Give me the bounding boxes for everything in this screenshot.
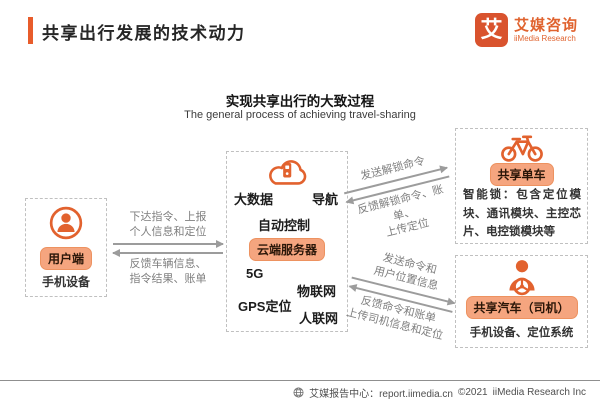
bike-icon (456, 132, 587, 162)
shared-car-node: 共享汽车（司机） 手机设备、定位系统 (455, 255, 588, 348)
user-icon (26, 205, 106, 241)
footer-copyright: ©2021 (458, 387, 488, 398)
car-node-desc: 手机设备、定位系统 (469, 327, 574, 339)
user-node-desc: 手机设备 (41, 275, 90, 289)
bike-node-desc: 智能锁：包含定位模块、通讯模块、主控芯片、电控锁模块等 (463, 189, 581, 239)
footer-source: 艾媒报告中心：report.iimedia.cn (309, 389, 453, 400)
diagram-title-en: The general process of achieving travel-… (184, 109, 416, 121)
user-node-label: 用户端 (39, 247, 93, 270)
footer-divider (0, 380, 600, 381)
footer: 艾媒报告中心：report.iimedia.cn ©2021 iiMedia R… (293, 385, 586, 400)
tech-auto-control: 自动控制 (258, 218, 311, 233)
tech-big-data: 大数据 (234, 192, 274, 207)
logo-brand-en: iiMedia Research (513, 34, 576, 44)
cloud-server-node: 大数据 导航 自动控制 云端服务器 5G 物联网 GPS定位 人联网 (226, 151, 348, 332)
arrow-cloud-to-user (112, 249, 223, 256)
globe-icon (293, 387, 304, 398)
iimedia-logo-icon: 艾 (474, 13, 508, 47)
user-node: 用户端 手机设备 (25, 198, 107, 297)
shared-bike-node: 共享单车 智能锁：包含定位模块、通讯模块、主控芯片、电控锁模块等 (455, 128, 588, 244)
driver-icon (456, 258, 587, 296)
cloud-node-label: 云端服务器 (248, 238, 326, 261)
arrow-user-to-cloud (113, 240, 224, 247)
iimedia-logo: 艾 艾媒咨询 iiMedia Research (474, 13, 578, 47)
flow-cloud-bike-backward-label: 反馈解锁命令、账单、 上传定位 (356, 183, 445, 240)
tech-gps: GPS定位 (238, 299, 292, 314)
flow-cloud-bike-forward-label: 发送解锁命令 (359, 155, 427, 183)
footer-company: iiMedia Research Inc (492, 387, 586, 398)
flow-user-cloud: 下达指令、上报 个人信息和定位 反馈车辆信息、 指令结果、账单 (112, 207, 224, 289)
logo-text: 艾媒咨询 iiMedia Research (514, 17, 578, 43)
logo-brand-cn: 艾媒咨询 (513, 16, 578, 34)
car-node-label: 共享汽车（司机） (465, 296, 578, 319)
tech-iop: 人联网 (298, 311, 338, 326)
tech-navigation: 导航 (311, 192, 338, 207)
cloud-server-icon (227, 155, 347, 188)
flow-cloud-car: 发送命令和 用户位置信息 反馈命令和账单 上传司机信息和定位 (337, 245, 463, 362)
diagram-title-cn: 实现共享出行的大致过程 (225, 94, 375, 109)
tech-5g: 5G (246, 266, 264, 281)
flow-cloud-bike: 发送解锁命令 反馈解锁命令、账单、 上传定位 (338, 142, 462, 253)
flow-user-cloud-backward-label: 反馈车辆信息、 指令结果、账单 (129, 258, 207, 285)
tech-iot: 物联网 (296, 284, 336, 299)
bike-node-label: 共享单车 (489, 163, 554, 186)
page-title: 共享出行发展的技术动力 (42, 24, 246, 43)
title-accent-bar (28, 17, 33, 44)
flow-user-cloud-forward-label: 下达指令、上报 个人信息和定位 (129, 211, 207, 238)
